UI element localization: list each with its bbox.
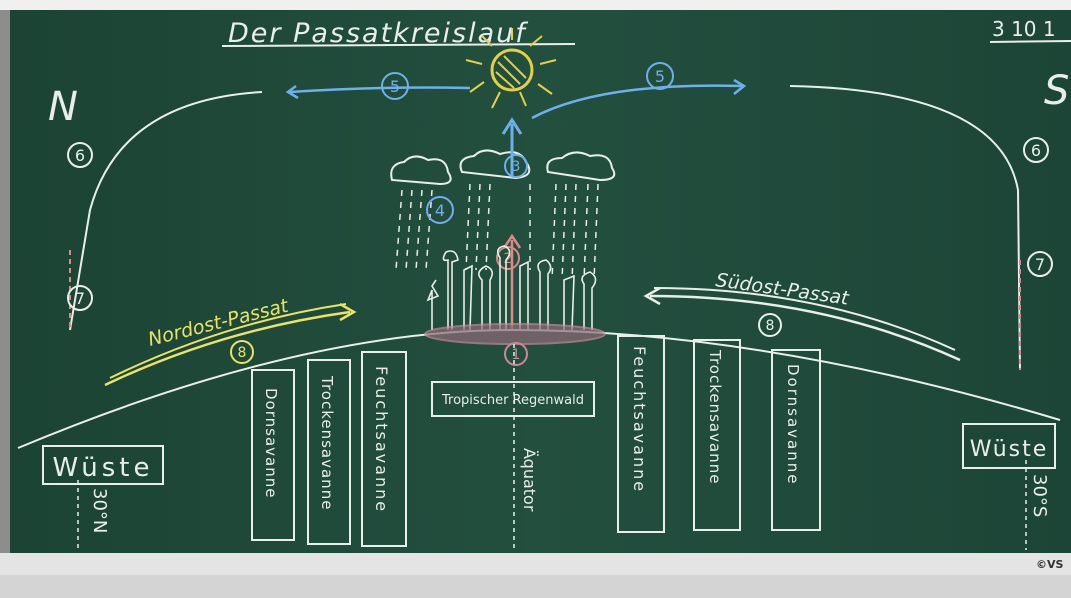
rainforest-label: Tropischer Regenwald [441, 393, 584, 408]
step-5-left: 5 [381, 72, 409, 100]
upper-flow-right [531, 84, 743, 120]
desert-north-box [42, 445, 164, 485]
zone-left-3-box [361, 351, 407, 547]
step-7-left: 7 [67, 285, 93, 311]
desert-north-label: Wüste [53, 453, 154, 483]
zone-right-3-label: Dornsavanne [784, 364, 802, 485]
zone-right-2-label: Trockensavanne [706, 349, 724, 484]
zone-right-2-box [693, 339, 741, 531]
cloud-icon-right [546, 151, 616, 182]
svg-text:4: 4 [435, 201, 445, 220]
step-3: 3 [504, 154, 528, 178]
title-underline [221, 43, 576, 47]
step-7-right: 7 [1027, 251, 1053, 277]
top-frame [0, 0, 1071, 12]
zone-right-3-box [771, 349, 821, 531]
zone-left-1-box [251, 369, 295, 541]
step-8-right: 8 [758, 313, 782, 337]
desert-south-box [962, 423, 1056, 469]
rainforest-box [431, 381, 595, 417]
zone-right-1-label: Feuchtsavanne [630, 346, 649, 493]
descent-arc-left [69, 91, 263, 331]
svg-text:5: 5 [390, 77, 400, 96]
board-date: 3 10 1 [992, 17, 1056, 41]
step-4: 4 [426, 196, 454, 224]
equator-label: Äquator [520, 448, 539, 512]
cloud-icon-left [390, 155, 452, 186]
rainforest-trees [426, 245, 597, 331]
cloud-icon-center [459, 149, 531, 180]
step-6-right: 6 [1023, 137, 1049, 163]
rain-lines [395, 183, 599, 281]
lat-north-label: 30°N [89, 488, 110, 533]
svg-text:7: 7 [75, 289, 85, 308]
descent-arc-right [789, 85, 1021, 371]
step-5-right: 5 [646, 62, 674, 90]
step-8-left: 8 [230, 340, 254, 364]
step-2: 2 [496, 246, 520, 270]
zone-left-2-box [307, 359, 351, 545]
svg-text:5: 5 [655, 67, 665, 86]
zone-left-3-label: Feuchtsavanne [372, 366, 391, 513]
southeast-trade-arrow [649, 294, 961, 362]
svg-text:8: 8 [766, 318, 775, 334]
chalk-tray [0, 553, 1071, 577]
heating-zone [424, 323, 606, 345]
zone-left-1-label: Dornsavanne [262, 388, 280, 498]
northeast-trade-arrow [104, 310, 351, 387]
lat-south-label: 30°S [1029, 474, 1050, 517]
desert-south-label: Wüste [970, 437, 1049, 462]
south-label: S [1044, 68, 1069, 114]
north-label: N [48, 84, 78, 130]
svg-text:3: 3 [512, 159, 521, 175]
svg-text:6: 6 [1031, 141, 1041, 160]
step-1: 1 [504, 342, 528, 366]
sun-icon [465, 28, 557, 109]
left-frame [0, 10, 10, 560]
svg-text:2: 2 [504, 251, 513, 267]
upper-flow-left [289, 86, 471, 94]
zone-left-2-label: Trockensavanne [318, 375, 336, 510]
corner-logo: ©VS [1036, 558, 1064, 571]
zone-right-1-box [617, 335, 665, 533]
svg-text:6: 6 [75, 146, 85, 165]
svg-text:7: 7 [1035, 255, 1045, 274]
svg-text:1: 1 [512, 347, 521, 363]
svg-text:8: 8 [238, 345, 247, 361]
step-6-left: 6 [67, 142, 93, 168]
